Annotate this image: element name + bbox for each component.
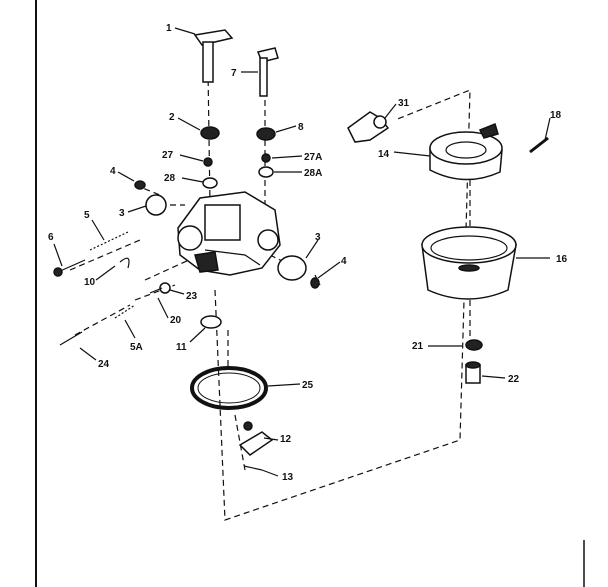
label-part-28: 28 <box>164 173 176 184</box>
label-part-18: 18 <box>550 110 562 121</box>
part-gasket-25-inner <box>197 372 261 404</box>
label-part-27: 27 <box>162 150 174 161</box>
label-part-31: 31 <box>398 98 410 109</box>
part-throttle-shutter <box>200 126 220 140</box>
part-spring-28a <box>258 166 274 178</box>
part-lever-3-right <box>277 255 307 281</box>
label-part-10: 10 <box>84 277 96 288</box>
part-spring-5a <box>114 304 136 319</box>
label-part-3-left: 3 <box>119 208 125 219</box>
label-part-24: 24 <box>98 359 110 370</box>
part-bowl-nut-22 <box>465 361 481 384</box>
leader-lines <box>53 27 551 477</box>
part-spring-5 <box>89 231 129 251</box>
label-part-5: 5 <box>84 210 90 221</box>
label-part-20: 20 <box>170 315 182 326</box>
label-part-13: 13 <box>282 472 294 483</box>
label-part-21: 21 <box>412 341 424 352</box>
part-washer-21 <box>465 339 483 351</box>
part-lever-3-left <box>145 194 167 216</box>
part-fitting-31 <box>347 111 390 143</box>
part-screw-24 <box>59 331 83 346</box>
label-part-3-right: 3 <box>315 232 321 243</box>
part-pin-13 <box>243 465 263 471</box>
part-idle-screw-6 <box>53 259 86 277</box>
part-choke-shutter <box>256 127 276 141</box>
part-spring-28 <box>202 177 218 189</box>
part-gasket-25 <box>190 366 268 410</box>
part-ring-23 <box>159 282 171 294</box>
label-part-27a: 27A <box>304 152 322 163</box>
part-choke-shaft <box>256 47 279 97</box>
label-part-7: 7 <box>231 68 237 79</box>
part-pin-18 <box>529 136 549 154</box>
label-part-25: 25 <box>302 380 314 391</box>
part-throttle-shaft <box>193 29 234 83</box>
part-plug-11 <box>200 315 222 329</box>
part-seal-27 <box>203 157 213 167</box>
label-part-5a: 5A <box>130 342 143 353</box>
part-screw-4-left <box>134 180 146 190</box>
part-float-bowl-16 <box>421 226 517 300</box>
label-part-4-left: 4 <box>110 166 116 177</box>
part-carburetor-body <box>177 191 281 276</box>
part-needle-20 <box>149 287 163 294</box>
label-part-4-right: 4 <box>341 256 347 267</box>
part-float-14 <box>429 122 503 181</box>
label-part-12: 12 <box>280 434 292 445</box>
part-float-needle-12 <box>238 421 274 456</box>
label-part-16: 16 <box>556 254 568 265</box>
label-part-14: 14 <box>378 149 390 160</box>
label-part-6: 6 <box>48 232 54 243</box>
part-screw-4-right <box>310 277 320 289</box>
part-clip-10 <box>119 257 130 269</box>
label-part-1: 1 <box>166 23 172 34</box>
part-seal-27a <box>261 153 271 163</box>
label-part-23: 23 <box>186 291 198 302</box>
label-part-11: 11 <box>176 342 187 353</box>
label-part-8: 8 <box>298 122 304 133</box>
label-part-2: 2 <box>169 112 175 123</box>
label-part-28a: 28A <box>304 168 322 179</box>
label-part-22: 22 <box>508 374 520 385</box>
